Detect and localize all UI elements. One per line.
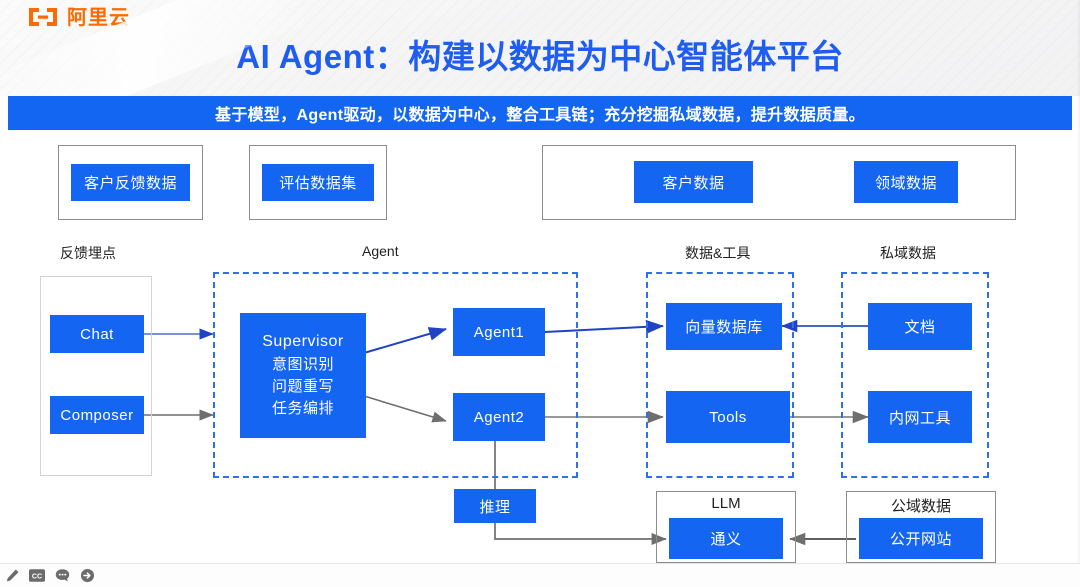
node-supervisor[interactable]: Supervisor 意图识别 问题重写 任务编排 xyxy=(240,313,366,438)
column-label-agent: Agent xyxy=(362,243,399,259)
node-label: Tools xyxy=(709,408,747,426)
alibaba-cloud-logo-icon xyxy=(26,5,60,29)
node-document[interactable]: 文档 xyxy=(868,303,972,350)
column-label-data-tools: 数据&工具 xyxy=(685,245,751,261)
agent-group-container xyxy=(213,272,578,478)
node-domain-data[interactable]: 领域数据 xyxy=(854,161,958,203)
node-tools[interactable]: Tools xyxy=(666,391,790,443)
right-edge-shadow xyxy=(1077,0,1080,587)
page-title: AI Agent：构建以数据为中心智能体平台 xyxy=(236,38,844,75)
brand-logo: 阿里云 xyxy=(26,5,130,29)
node-eval-dataset[interactable]: 评估数据集 xyxy=(262,164,374,201)
node-customer-feedback-data[interactable]: 客户反馈数据 xyxy=(71,164,190,201)
summary-banner-text: 基于模型，Agent驱动，以数据为中心，整合工具链；充分挖掘私域数据，提升数据质… xyxy=(215,107,865,124)
node-composer[interactable]: Composer xyxy=(50,396,144,434)
node-agent1[interactable]: Agent1 xyxy=(453,308,545,356)
node-label: 内网工具 xyxy=(888,409,951,427)
pen-icon[interactable] xyxy=(4,568,20,584)
node-label: 领域数据 xyxy=(874,174,937,192)
node-label: Composer xyxy=(60,406,134,424)
feedback-data-container xyxy=(58,145,203,220)
bottom-toolbar: CC xyxy=(0,563,1080,587)
entry-points-container xyxy=(40,276,152,476)
column-label-private-data: 私域数据 xyxy=(880,245,936,261)
supervisor-line-3: 任务编排 xyxy=(271,399,334,417)
node-label: Chat xyxy=(80,325,114,343)
public-data-caption: 公域数据 xyxy=(890,498,951,515)
eval-dataset-container xyxy=(249,145,387,220)
node-label: Agent2 xyxy=(473,408,525,426)
summary-banner: 基于模型，Agent驱动，以数据为中心，整合工具链；充分挖掘私域数据，提升数据质… xyxy=(8,96,1072,130)
node-tongyi[interactable]: 通义 xyxy=(669,518,783,559)
brand-logo-text: 阿里云 xyxy=(67,5,130,29)
node-label: Agent1 xyxy=(473,323,525,341)
node-agent2[interactable]: Agent2 xyxy=(453,393,545,441)
private-data-group-container xyxy=(841,272,989,478)
data-sources-container xyxy=(542,145,1016,220)
node-label: 向量数据库 xyxy=(685,319,763,336)
node-label: 公开网站 xyxy=(889,531,952,548)
node-intranet-tools[interactable]: 内网工具 xyxy=(868,391,972,443)
node-public-website[interactable]: 公开网站 xyxy=(859,518,983,559)
supervisor-line-1: 意图识别 xyxy=(271,356,334,374)
node-label: 评估数据集 xyxy=(279,175,357,192)
data-tools-group-container xyxy=(646,272,794,478)
node-label: 推理 xyxy=(479,498,511,516)
node-label: 客户数据 xyxy=(662,174,725,192)
node-chat[interactable]: Chat xyxy=(50,315,144,353)
diagram-canvas: 客户反馈数据 评估数据集 客户数据 领域数据 反馈埋点 Agent 数据&工具 … xyxy=(8,133,1072,563)
llm-caption: LLM xyxy=(711,495,741,512)
node-label: 通义 xyxy=(710,531,742,548)
node-label: 文档 xyxy=(904,319,936,336)
slide-header: 阿里云 AI Agent：构建以数据为中心智能体平台 xyxy=(0,0,1080,96)
comment-icon[interactable] xyxy=(54,568,70,584)
arrow-right-circle-icon[interactable] xyxy=(79,568,95,584)
supervisor-title: Supervisor xyxy=(262,333,344,351)
node-label: 客户反馈数据 xyxy=(83,175,177,192)
node-vector-database[interactable]: 向量数据库 xyxy=(666,303,782,350)
closed-caption-icon[interactable]: CC xyxy=(29,568,45,584)
llm-container xyxy=(656,491,796,563)
node-reasoning[interactable]: 推理 xyxy=(454,489,536,523)
public-data-container xyxy=(846,491,996,563)
node-customer-data[interactable]: 客户数据 xyxy=(634,161,753,203)
svg-text:CC: CC xyxy=(32,573,42,581)
supervisor-line-2: 问题重写 xyxy=(271,378,334,396)
column-label-feedback: 反馈埋点 xyxy=(60,245,116,261)
